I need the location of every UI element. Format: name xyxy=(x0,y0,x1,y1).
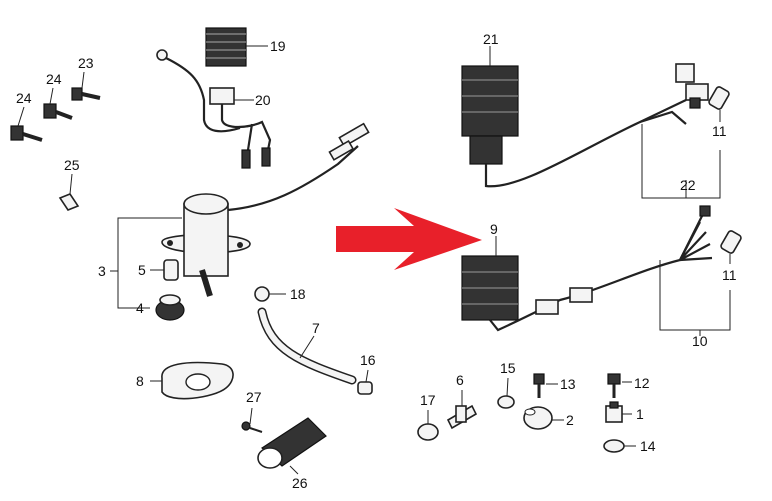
cap-11-lower xyxy=(720,230,742,254)
callout-18: 18 xyxy=(290,286,306,302)
bolt-13 xyxy=(533,373,545,398)
callout-26: 26 xyxy=(292,475,308,491)
regulator-21 xyxy=(461,65,519,165)
callout-22: 22 xyxy=(680,177,696,193)
cap-11-upper xyxy=(708,86,730,110)
direction-arrow xyxy=(336,208,482,270)
harness-10 xyxy=(489,205,713,332)
callout-labels: 19 20 21 22 23 24 24 25 3 5 4 18 7 8 16 … xyxy=(16,31,737,491)
callout-1: 1 xyxy=(636,406,644,422)
clamp-16 xyxy=(357,381,373,395)
washer-14 xyxy=(603,439,625,453)
callout-19: 19 xyxy=(270,38,286,54)
stator-unit-3 xyxy=(161,193,251,297)
regulator-9 xyxy=(461,255,519,321)
bolt-23 xyxy=(71,87,101,101)
callout-24-upper: 24 xyxy=(46,71,62,87)
fitting-6 xyxy=(446,404,478,430)
unit-wire xyxy=(227,122,370,212)
harness-22 xyxy=(484,63,709,188)
washer-15 xyxy=(497,395,515,409)
callout-12: 12 xyxy=(634,375,650,391)
clamp-17 xyxy=(417,423,439,441)
clamp-18 xyxy=(254,286,270,302)
callout-24-lower: 24 xyxy=(16,90,32,106)
grommet-4 xyxy=(155,294,185,321)
callout-3: 3 xyxy=(98,263,106,279)
screw-27 xyxy=(241,421,263,433)
callout-11-upper: 11 xyxy=(712,123,727,139)
callout-14: 14 xyxy=(640,438,656,454)
rectifier-19 xyxy=(205,27,247,67)
callout-7: 7 xyxy=(312,320,320,336)
bolt-12 xyxy=(607,373,621,398)
pin-25 xyxy=(58,193,80,211)
callout-27: 27 xyxy=(246,389,262,405)
callout-2: 2 xyxy=(566,412,574,428)
callout-23: 23 xyxy=(78,55,94,71)
cap-2 xyxy=(523,406,553,430)
callout-6: 6 xyxy=(456,372,464,388)
nut-1 xyxy=(605,401,623,423)
callout-8: 8 xyxy=(136,373,144,389)
callout-9: 9 xyxy=(490,221,498,237)
callout-13: 13 xyxy=(560,376,576,392)
callout-21: 21 xyxy=(483,31,499,47)
callout-5: 5 xyxy=(138,262,146,278)
callout-17: 17 xyxy=(420,392,436,408)
gasket-8 xyxy=(161,361,234,400)
callout-16: 16 xyxy=(360,352,376,368)
callout-11-lower: 11 xyxy=(722,267,737,283)
hose-7 xyxy=(257,307,357,385)
grip-26 xyxy=(257,417,327,469)
callout-20: 20 xyxy=(255,92,271,108)
callout-25: 25 xyxy=(64,157,80,173)
bushing-5 xyxy=(163,259,179,281)
callout-10: 10 xyxy=(692,333,708,349)
bolt-24-lower xyxy=(10,125,43,142)
bolt-24-upper xyxy=(43,103,73,120)
callout-4: 4 xyxy=(136,300,144,316)
harness-20 xyxy=(156,49,272,169)
callout-15: 15 xyxy=(500,360,516,376)
